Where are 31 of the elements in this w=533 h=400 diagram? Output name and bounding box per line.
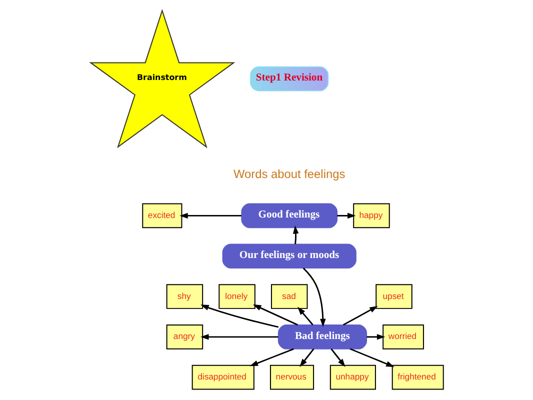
arrow bbox=[252, 304, 298, 326]
arrow bbox=[366, 334, 385, 340]
arrow bbox=[299, 348, 314, 367]
arrow bbox=[297, 306, 313, 326]
arrow bbox=[330, 348, 345, 367]
node-box: lonely bbox=[218, 284, 255, 309]
node-box: shy bbox=[166, 284, 203, 309]
node-box: sad bbox=[270, 284, 308, 309]
arrow bbox=[200, 304, 278, 328]
node-box: happy bbox=[352, 203, 390, 228]
node-box: worried bbox=[382, 324, 424, 350]
node-box: excited bbox=[142, 203, 182, 228]
node-box: frightened bbox=[391, 364, 444, 390]
node-box: angry bbox=[166, 324, 203, 350]
label: Words about feelings bbox=[233, 167, 345, 182]
node-box: upset bbox=[375, 284, 412, 309]
arrow bbox=[200, 334, 278, 340]
arrow bbox=[179, 212, 241, 219]
arrow bbox=[342, 306, 378, 326]
node-box: Good feelings bbox=[240, 203, 338, 228]
node-box: Our feelings or moods bbox=[222, 244, 356, 269]
node-box: nervous bbox=[269, 364, 314, 390]
node-box: disappointed bbox=[191, 364, 254, 390]
arrow bbox=[302, 268, 326, 327]
node-box: Bad feelings bbox=[277, 324, 367, 350]
arrow bbox=[336, 212, 356, 219]
arrow bbox=[292, 225, 298, 244]
node-box: unhappy bbox=[329, 364, 376, 390]
arrow bbox=[349, 348, 394, 368]
arrow bbox=[249, 348, 294, 366]
node-box: Step1 Revision bbox=[250, 66, 328, 92]
